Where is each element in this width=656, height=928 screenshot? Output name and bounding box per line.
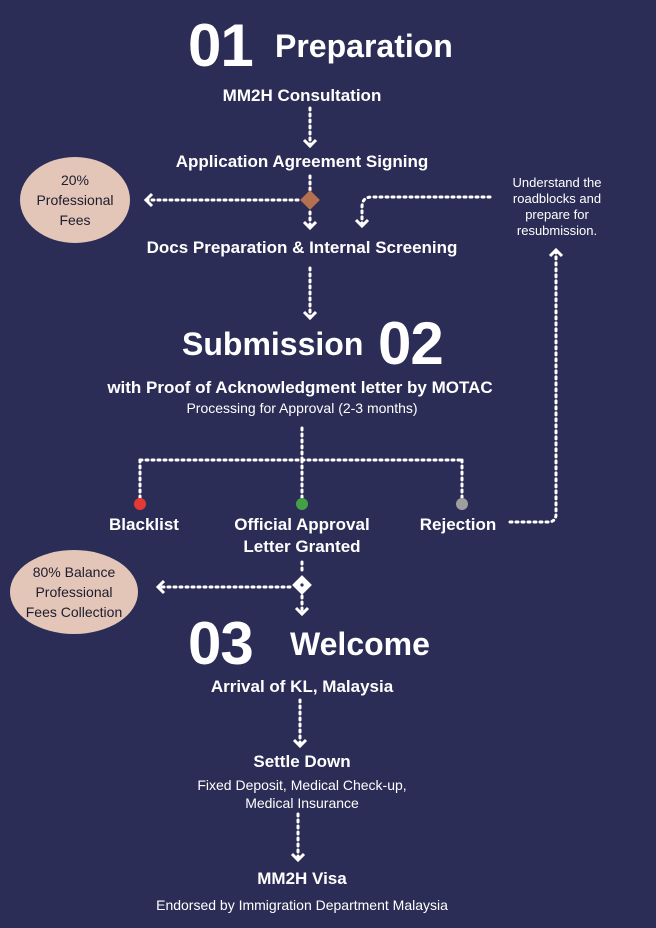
visa-details: Endorsed by Immigration Department Malay… xyxy=(156,897,448,913)
arrow-resubmit-to-docs xyxy=(354,195,492,229)
step-docs-preparation: Docs Preparation & Internal Screening xyxy=(146,238,458,257)
fee-bubble-line: 80% Balance xyxy=(32,564,116,580)
resubmission-note: Understand the roadblocks and prepare fo… xyxy=(496,175,618,239)
stage-3-number: 03 xyxy=(188,610,254,677)
fee-bubble-line: Professional xyxy=(35,584,113,600)
stage-1-title: Preparation xyxy=(275,28,453,64)
approval-line: Letter Granted xyxy=(243,537,361,556)
step-consultation: MM2H Consultation xyxy=(222,86,382,105)
note-line: roadblocks and xyxy=(512,191,602,206)
stage-2-number: 02 xyxy=(378,310,444,377)
settle-line: Fixed Deposit, Medical Check-up, xyxy=(197,777,407,793)
fee-bubble-line: 20% xyxy=(60,172,90,188)
fee-bubble-line: Professional xyxy=(36,192,114,208)
processing-text: Processing for Approval (2-3 months) xyxy=(186,400,418,416)
rejection-dot xyxy=(456,498,468,510)
step-mm2h-visa: MM2H Visa xyxy=(257,869,347,888)
agreement-diamond-node xyxy=(300,190,320,210)
approval-dot xyxy=(296,498,308,510)
stage-1-number: 01 xyxy=(188,12,254,79)
stage-2-title: Submission xyxy=(182,326,364,362)
professional-fee-80-bubble: 80% Balance Professional Fees Collection xyxy=(10,550,138,634)
arrow-rejection-to-note xyxy=(508,247,564,524)
outcome-rejection: Rejection xyxy=(419,515,497,534)
fee-bubble-line: Fees Collection xyxy=(25,604,123,620)
settle-line: Medical Insurance xyxy=(245,795,359,811)
outcome-blacklist: Blacklist xyxy=(109,515,179,534)
outcome-approval: Official Approval Letter Granted xyxy=(234,514,369,558)
settle-details: Fixed Deposit, Medical Check-up, Medical… xyxy=(197,776,406,812)
approval-line: Official Approval xyxy=(234,515,370,534)
note-line: Understand the xyxy=(512,175,602,190)
step-arrival: Arrival of KL, Malaysia xyxy=(210,677,394,696)
note-line: resubmission. xyxy=(516,223,598,238)
blacklist-dot xyxy=(134,498,146,510)
fee-bubble-line: Fees xyxy=(59,212,91,228)
step-settle-down: Settle Down xyxy=(253,752,351,771)
submission-subtitle: with Proof of Acknowledgment letter by M… xyxy=(107,378,493,397)
note-line: prepare for xyxy=(525,207,589,222)
stage-3-title: Welcome xyxy=(290,626,430,662)
step-agreement: Application Agreement Signing xyxy=(175,152,429,171)
professional-fee-20-bubble: 20% Professional Fees xyxy=(20,157,130,243)
